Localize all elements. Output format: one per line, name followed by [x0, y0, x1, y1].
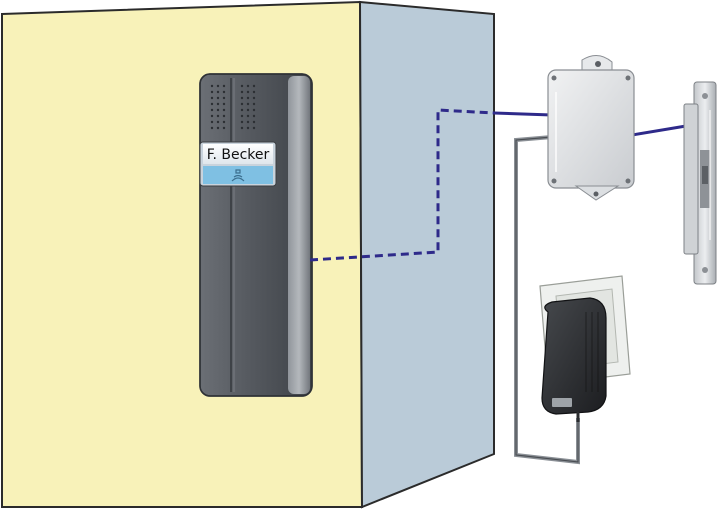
label-icon [552, 398, 572, 407]
controller-box [547, 55, 635, 201]
signal-wire-hidden-segment [309, 108, 495, 262]
signal-wire [309, 108, 687, 262]
door-strike [683, 81, 717, 285]
nameplate[interactable]: F. Becker [199, 141, 277, 187]
lock-wire [631, 124, 687, 137]
speaker-grille-right [240, 84, 256, 130]
nameplate-label: F. Becker [207, 147, 270, 163]
power-adapter [541, 297, 607, 422]
power-cable [514, 135, 580, 465]
signal-wire-visible-segment [493, 111, 553, 117]
panel-side-edge [288, 76, 310, 394]
speaker-grille-left [210, 84, 226, 130]
wall-side-face [358, 0, 495, 509]
wireless-key-icon [231, 169, 245, 182]
doorbell-panel: F. Becker [199, 73, 313, 397]
